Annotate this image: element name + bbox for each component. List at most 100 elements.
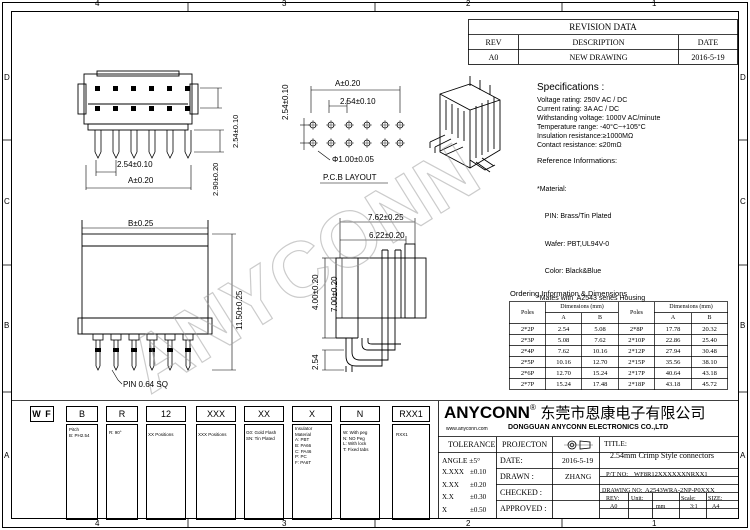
projection-label: PROJECTON xyxy=(502,440,548,449)
drawing-number-value: A2543WRA-2NP-P0XXX xyxy=(645,487,715,494)
frame-row-right-a: A xyxy=(740,451,746,460)
title-block-lines xyxy=(438,401,739,519)
legend-line: SN: Tin Plated xyxy=(246,435,275,441)
reference-line: PIN: Brass/Tin Plated xyxy=(537,213,612,221)
legend-line: P: PC xyxy=(295,454,307,460)
part-number-value: WF8R12XXXXXXNRXX1 xyxy=(634,471,708,478)
tol-val: ±0.30 xyxy=(470,493,487,501)
legend-line: Pitch xyxy=(69,427,80,432)
code-box-xxx-positions: XXX xyxy=(196,406,236,422)
legend-line: XX Positions xyxy=(148,432,174,437)
frame-col-top-4: 4 xyxy=(95,0,100,8)
legend-xxx-positions: XXX Positions xyxy=(198,432,227,438)
ordering-cell: 5.08 xyxy=(594,325,606,333)
revision-description-value: NEW DRAWING xyxy=(569,52,628,62)
reference-line: *Material: xyxy=(537,186,567,194)
date-value: 2016-5-19 xyxy=(562,456,594,465)
company-chinese-name: 东莞市恩康电子有限公司 xyxy=(540,404,706,422)
legend-line: XXX Positions xyxy=(198,432,227,437)
revision-date-value: 2016-5-19 xyxy=(691,52,725,62)
frame-col-top-2: 2 xyxy=(466,0,471,8)
dim-right-height-1: 4.00±0.20 xyxy=(311,274,320,310)
tol-val: ±0.50 xyxy=(470,505,487,514)
ordering-cell: 38.10 xyxy=(702,358,717,366)
legend-line: A: PBT xyxy=(295,437,310,443)
frame-row-left-c: C xyxy=(4,197,10,206)
ordering-header-poles-1: Poles xyxy=(520,309,534,316)
ordering-cell: 12.70 xyxy=(556,369,571,377)
spec-line: Withstanding voltage: 1000V AC/minute xyxy=(537,115,661,123)
frame-row-left-a: A xyxy=(4,451,10,460)
frame-row-right-d: D xyxy=(740,73,746,82)
legend-material: Insulator Material A: PBT B: PA66 C: PA4… xyxy=(295,426,312,465)
ordering-cell: 20.32 xyxy=(702,325,717,333)
legend-box-plating xyxy=(244,424,284,520)
company-reg-mark: ® xyxy=(529,403,536,412)
ordering-title: Ordering Information & Dimensions xyxy=(510,289,628,298)
projection-symbol xyxy=(564,440,593,450)
dim-top-view-height: 2.90±0.20 xyxy=(211,162,220,196)
frame-row-right-c: C xyxy=(740,197,746,206)
legend-line: B: PA66 xyxy=(295,442,312,448)
front-view-dims xyxy=(82,227,236,385)
specs-lines: Voltage rating: 250V AC / DC Current rat… xyxy=(537,96,660,151)
legend-line: L: With lock xyxy=(343,441,367,447)
ordering-header-a-2: A xyxy=(670,315,676,321)
pin-size-label: PIN 0.64 SQ xyxy=(123,380,168,389)
legend-peg: W: With peg N: NO Peg L: With lock T: Fi… xyxy=(343,430,369,453)
revision-table-lines xyxy=(468,19,738,65)
ordering-cell: 2*2P xyxy=(520,325,535,333)
spec-line: Insulation resistance:≥1000MΩ xyxy=(537,133,634,141)
right-side-view xyxy=(335,243,427,372)
ordering-cell: 7.62 xyxy=(594,336,606,344)
ordering-header-a-1: A xyxy=(561,315,566,321)
ordering-cell: 2*6P xyxy=(520,369,535,377)
ordering-cell: 7.62 xyxy=(557,347,570,355)
code-box-angle: R xyxy=(106,406,138,422)
spec-line: Voltage rating: 250V AC / DC xyxy=(537,97,628,104)
revision-rev-value: A0 xyxy=(488,52,499,62)
pcb-holes xyxy=(308,120,405,148)
legend-line: RXX1 xyxy=(396,432,408,437)
ordering-cell: 2*18P xyxy=(628,380,645,388)
ordering-cell: 10.16 xyxy=(556,358,571,366)
legend-line: T: Fixed tabs xyxy=(343,446,369,452)
front-view xyxy=(77,220,213,371)
ordering-cell: 43.18 xyxy=(702,369,717,377)
ordering-cell: 17.48 xyxy=(592,380,608,388)
title-value: 2.54mm Crimp Style connectors xyxy=(610,451,714,460)
pcb-dims xyxy=(300,86,401,161)
front-view-pin-marks xyxy=(95,348,191,352)
legend-plating: G0: Gold Flash SN: Tin Plated xyxy=(246,430,276,441)
ordering-header-dims-1: Dimensions (mm) xyxy=(560,304,604,310)
dim-top-view-pitch: 2.54±0.10 xyxy=(117,160,153,169)
dim-right-height-2: 7.00±0.20 xyxy=(330,276,339,312)
frame-row-right-b: B xyxy=(740,321,746,330)
tol-key: X.X xyxy=(442,493,454,501)
ordering-table-lines xyxy=(509,301,728,390)
scale-value: 3:1 xyxy=(690,504,698,510)
dim-right-height-3: 2.54 xyxy=(311,354,320,370)
tolerance-label: TOLERANCE xyxy=(448,440,496,449)
frame-col-top-1: 1 xyxy=(652,0,657,8)
legend-box-xxx-positions xyxy=(196,424,236,520)
dim-right-width-2: 6.22±0.20 xyxy=(369,231,405,240)
reference-line: *Mates with A2543 series Housing xyxy=(537,295,646,303)
frame-row-left-d: D xyxy=(4,73,10,82)
dim-pcb-pitch: 2.54±0.10 xyxy=(340,97,376,106)
company-english-name: DONGGUAN ANYCONN ELECTRONICS CO.,LTD xyxy=(508,424,669,431)
specs-title: Specifications : xyxy=(537,82,605,93)
spec-line: Current rating: 3A AC / DC xyxy=(537,106,620,114)
spec-line: Contact resistance: ≤20mΩ xyxy=(537,142,622,150)
size-value: A4 xyxy=(712,504,720,510)
ordering-cell: 2*7P xyxy=(520,380,535,388)
legend-line: W: With peg xyxy=(343,430,368,435)
ordering-cell: 40.64 xyxy=(665,369,681,377)
top-view-pin-squares xyxy=(95,86,190,111)
unit-value: mm xyxy=(656,504,666,510)
ordering-cell: 2*10P xyxy=(628,336,645,344)
revision-title: REVISION DATA xyxy=(569,22,637,32)
frame-col-bottom-2: 2 xyxy=(466,519,471,528)
